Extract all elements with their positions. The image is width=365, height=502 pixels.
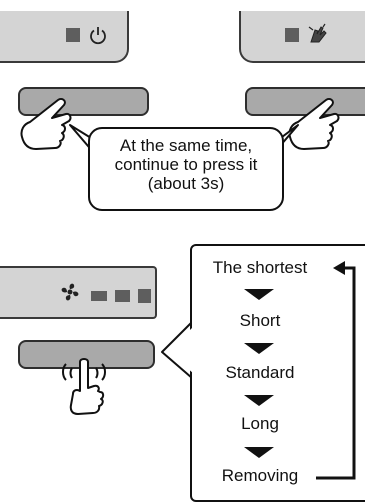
instruction-callout: At the same time, continue to press it (… xyxy=(88,127,284,211)
indicator-led xyxy=(138,289,151,303)
pressing-hand-icon xyxy=(20,97,72,150)
right-press-button[interactable] xyxy=(245,87,365,116)
sequence-box xyxy=(190,244,365,502)
sequence-step: Standard xyxy=(225,363,295,382)
indicator-led xyxy=(66,28,80,42)
hand-wash-icon xyxy=(308,23,327,43)
callout-line-1: At the same time, xyxy=(119,136,253,155)
callout-line-3: (about 3s) xyxy=(147,174,225,193)
callout-line-2: continue to press it xyxy=(114,155,258,174)
indicator-led xyxy=(91,291,107,301)
down-arrow xyxy=(244,289,274,300)
indicator-led xyxy=(115,290,130,302)
power-icon xyxy=(90,27,106,45)
sequence-step: Short xyxy=(239,311,281,330)
down-arrow xyxy=(244,395,274,406)
down-arrow xyxy=(244,447,274,458)
bottom-panel xyxy=(0,266,157,319)
left-press-button[interactable] xyxy=(18,87,149,116)
sequence-step: Removing xyxy=(221,466,299,485)
down-arrow xyxy=(244,343,274,354)
pressing-hand-icon xyxy=(62,358,106,415)
indicator-led xyxy=(285,28,299,42)
fan-icon xyxy=(61,283,79,301)
top-right-panel xyxy=(239,11,365,63)
sequence-step: Long xyxy=(241,414,279,433)
top-left-panel xyxy=(0,11,129,63)
sequence-step: The shortest xyxy=(212,258,308,277)
pressing-hand-icon xyxy=(288,97,340,150)
callout-pointer-fill xyxy=(90,141,282,156)
